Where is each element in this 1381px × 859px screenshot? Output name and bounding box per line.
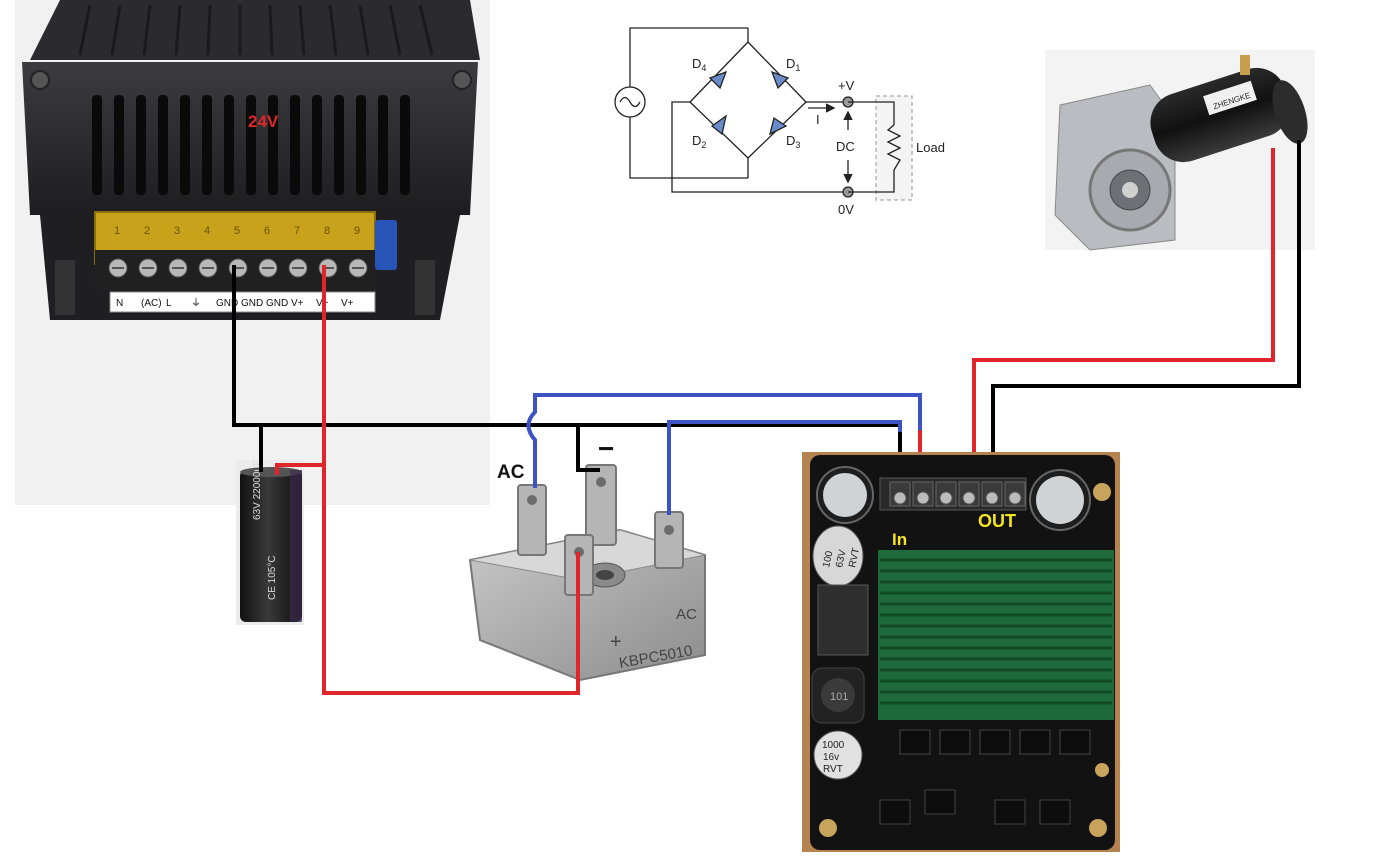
wire-vplus-red: [322, 265, 580, 695]
terminal-number: 7: [294, 225, 300, 237]
cap2-series: RVT: [823, 764, 843, 775]
ic-chip: [879, 799, 911, 825]
bridge-pin-ac-2: [654, 511, 684, 569]
terminal-number: 2: [144, 225, 150, 237]
driver-terminals: [889, 481, 1026, 507]
terminal-legend-item: (AC): [141, 298, 162, 309]
psu-top-fins: [78, 4, 434, 56]
capacitor-marking: 63V 22000µF: [252, 460, 263, 520]
ic-chip: [899, 729, 931, 755]
bridge-schematic: [614, 27, 913, 201]
terminal-number: 8: [324, 225, 330, 237]
motor-driver-board: 100 63V RVT 101 1000 16v RVT In OUT: [802, 452, 1120, 852]
screw-icon: [452, 70, 472, 90]
terminal-screws: [108, 258, 368, 278]
schematic-dc: DC: [836, 139, 855, 154]
voltage-trim-pot: [375, 220, 397, 270]
terminal-legend-item: GND: [216, 298, 238, 309]
terminal-legend-item: V+: [341, 298, 354, 309]
cap1-value: 100: [821, 550, 835, 569]
wire-cap-pos-red: [275, 463, 324, 475]
diode-d2-icon: [710, 114, 728, 136]
filter-capacitor: 63V 22000µF CE 105°C: [236, 460, 304, 625]
wire-bridge-neg-black: [576, 425, 600, 472]
terminal-legend-item: V+: [291, 298, 304, 309]
bridge-rectifier: + AC KBPC5010 AC −: [468, 433, 706, 682]
diode-d3-icon: [769, 116, 788, 136]
schematic-current: I: [816, 112, 820, 127]
cap1-series: RVT: [847, 547, 862, 569]
schematic-d4: D4: [692, 56, 706, 73]
terminal-number: 9: [354, 225, 360, 237]
gear-motor: ZHENGKE: [1045, 50, 1315, 251]
ic-chip: [939, 729, 971, 755]
cap1-voltage: 63V: [834, 549, 849, 569]
terminal-numbers: 1 2 3 4 5 6 7 8 9: [114, 225, 360, 237]
ic-chip: [924, 789, 956, 815]
terminal-legend-item: GND: [266, 298, 288, 309]
diode-d4-icon: [708, 70, 728, 90]
wire-motor-black: [991, 140, 1301, 452]
schematic-zero-v: 0V: [838, 202, 854, 217]
ic-chip: [1039, 799, 1071, 825]
cap-1000uf: [813, 730, 863, 780]
psu-vent-slots: [92, 95, 410, 195]
motor-body: [1150, 67, 1290, 163]
terminal-number: 3: [174, 225, 180, 237]
terminal-legend-item: GND: [241, 298, 263, 309]
inductor-label: 101: [830, 691, 848, 703]
terminal-legend-item: ⏚: [191, 297, 201, 309]
ic-chip: [979, 729, 1011, 755]
schematic-d3: D3: [786, 133, 800, 150]
cap2-voltage: 16v: [823, 752, 839, 763]
bridge-body-plus: +: [610, 631, 622, 653]
motor-terminal: [1240, 55, 1250, 75]
terminal-number: 1: [114, 225, 120, 237]
schematic-d2: D2: [692, 133, 706, 150]
bridge-ac-label: AC: [497, 462, 525, 483]
bridge-pin-minus: [585, 464, 617, 546]
ic-chip: [994, 799, 1026, 825]
wire-ac1-blue: [526, 393, 922, 488]
wire-motor-red: [972, 148, 1275, 452]
ic-chip: [1059, 729, 1091, 755]
heatsink: [878, 550, 1114, 720]
bridge-pin-ac: [517, 484, 547, 556]
wire-gnd-black: [232, 265, 902, 452]
schematic-plus-v: +V: [838, 78, 855, 93]
regulator-chip: [817, 584, 869, 656]
terminal-legend-item: L: [166, 298, 172, 309]
schematic-load: Load: [916, 140, 945, 155]
diode-d1-icon: [770, 70, 790, 90]
screw-icon: [30, 70, 50, 90]
terminal-number: 5: [234, 225, 240, 237]
terminal-number: 6: [264, 225, 270, 237]
ic-chip: [1019, 729, 1051, 755]
bridge-minus-label: −: [598, 433, 614, 464]
driver-in-label: In: [892, 530, 907, 549]
wiring: [232, 140, 1301, 695]
terminal-number: 4: [204, 225, 210, 237]
bridge-body-ac: AC: [676, 606, 697, 623]
cap2-value: 1000: [822, 740, 845, 751]
schematic-d1: D1: [786, 56, 800, 73]
capacitor-marking-b: CE 105°C: [267, 555, 278, 600]
wire-ac2-blue: [667, 420, 902, 515]
driver-ics: [879, 729, 1091, 825]
driver-out-label: OUT: [978, 511, 1016, 531]
psu-voltage-label: 24V: [248, 112, 279, 131]
terminal-legend-item: N: [116, 298, 123, 309]
